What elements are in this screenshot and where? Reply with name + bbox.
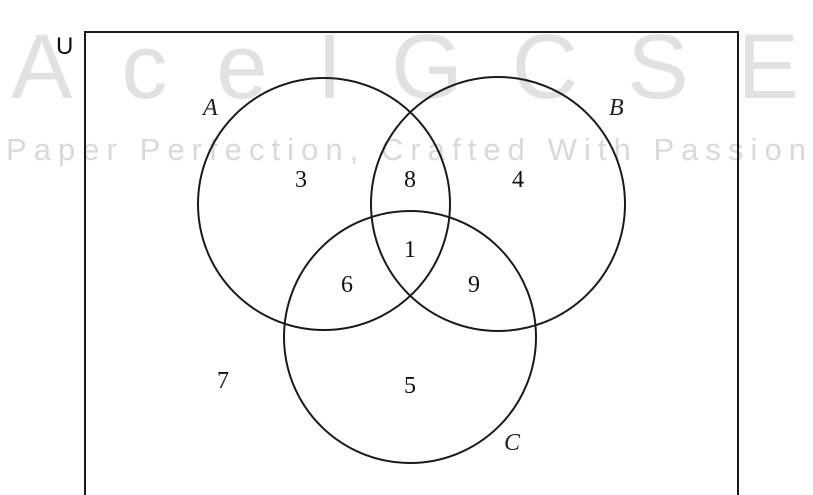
- region-a-b-c: 1: [404, 237, 416, 263]
- circle-a: [197, 77, 451, 331]
- watermark: AceIGCSE Paper Perfection, Crafted With …: [6, 16, 806, 167]
- region-a-and-c-only: 6: [341, 272, 353, 298]
- universal-set-label: U: [56, 33, 73, 60]
- watermark-tagline: Paper Perfection, Crafted With Passion: [6, 132, 806, 167]
- set-label-a: A: [201, 95, 218, 121]
- region-b-and-c-only: 9: [468, 272, 480, 298]
- set-label-b: B: [609, 95, 624, 121]
- region-a-and-b-only: 8: [404, 167, 416, 193]
- universal-set-rectangle: [84, 31, 739, 495]
- region-only-b: 4: [512, 167, 524, 193]
- circle-c: [283, 210, 537, 464]
- set-label-c: C: [504, 430, 521, 456]
- region-only-c: 5: [404, 373, 416, 399]
- region-outside: 7: [217, 368, 229, 394]
- circle-b: [370, 76, 626, 332]
- region-only-a: 3: [295, 167, 307, 193]
